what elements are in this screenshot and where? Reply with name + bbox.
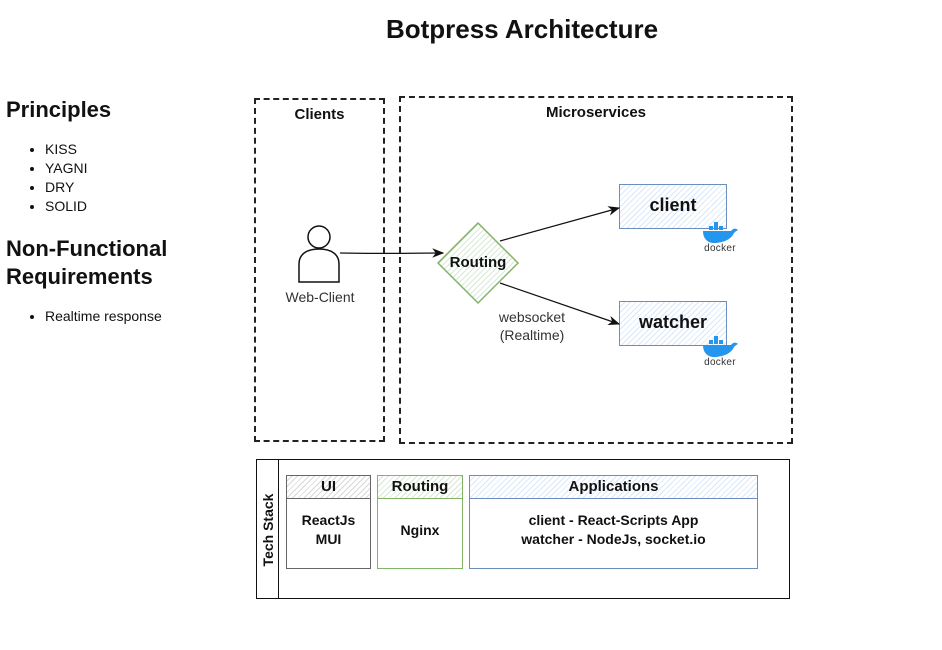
- tech-column-applications: Applications client - React-Scripts App …: [469, 475, 758, 569]
- list-item: YAGNI: [45, 159, 88, 178]
- watcher-service-label: watcher: [638, 312, 708, 332]
- clients-label: Clients: [294, 106, 345, 123]
- list-item: KISS: [45, 140, 88, 159]
- edge-routing-to-client: [499, 206, 621, 242]
- web-client-label: Web-Client: [285, 289, 355, 305]
- tech-column-routing: Routing Nginx: [377, 475, 463, 569]
- docker-label: docker: [704, 243, 736, 254]
- docker-whale-icon: [703, 222, 738, 243]
- list-item: SOLID: [45, 197, 88, 216]
- edge-routing-to-watcher: [499, 282, 621, 326]
- tech-column-header: UI: [287, 476, 370, 499]
- edge-label-line2: (Realtime): [499, 327, 565, 343]
- tech-item: client - React-Scripts App: [528, 512, 699, 528]
- watcher-service-node[interactable]: watcher: [619, 301, 727, 346]
- tech-stack-table: Tech Stack UI ReactJs MUI Routing Nginx …: [256, 459, 790, 599]
- nfr-heading-line2: Requirements: [6, 264, 153, 289]
- nfr-list: Realtime response: [8, 307, 162, 326]
- docker-badge-watcher: docker: [697, 336, 743, 368]
- principles-heading: Principles: [6, 97, 112, 122]
- tech-stack-label: Tech Stack: [260, 493, 276, 567]
- list-item: Realtime response: [45, 307, 162, 326]
- microservices-group: Microservices: [399, 96, 793, 444]
- routing-label: Routing: [449, 254, 507, 271]
- tech-stack-side-header: Tech Stack: [257, 460, 279, 598]
- clients-group: Clients: [254, 98, 385, 442]
- list-item: DRY: [45, 178, 88, 197]
- principles-list: KISS YAGNI DRY SOLID: [8, 140, 88, 216]
- nfr-heading-line1: Non-Functional: [6, 236, 168, 261]
- tech-column-header: Routing: [378, 476, 462, 499]
- docker-label: docker: [704, 357, 736, 368]
- tech-item: ReactJs: [301, 512, 356, 528]
- docker-badge-client: docker: [697, 222, 743, 254]
- diagram-title: Botpress Architecture: [385, 14, 659, 44]
- tech-column-header: Applications: [470, 476, 757, 499]
- client-service-label: client: [649, 195, 697, 215]
- docker-whale-icon: [703, 336, 738, 357]
- web-client-actor-icon[interactable]: [298, 225, 340, 283]
- routing-node[interactable]: [436, 221, 520, 305]
- websocket-edge-label: websocket (Realtime): [482, 308, 582, 344]
- tech-column-ui: UI ReactJs MUI: [286, 475, 371, 569]
- tech-item: watcher - NodeJs, socket.io: [521, 531, 706, 547]
- client-service-node[interactable]: client: [619, 184, 727, 229]
- tech-item: Nginx: [400, 522, 440, 538]
- microservices-label: Microservices: [545, 104, 647, 121]
- tech-item: MUI: [315, 531, 342, 547]
- edge-label-line1: websocket: [498, 309, 566, 325]
